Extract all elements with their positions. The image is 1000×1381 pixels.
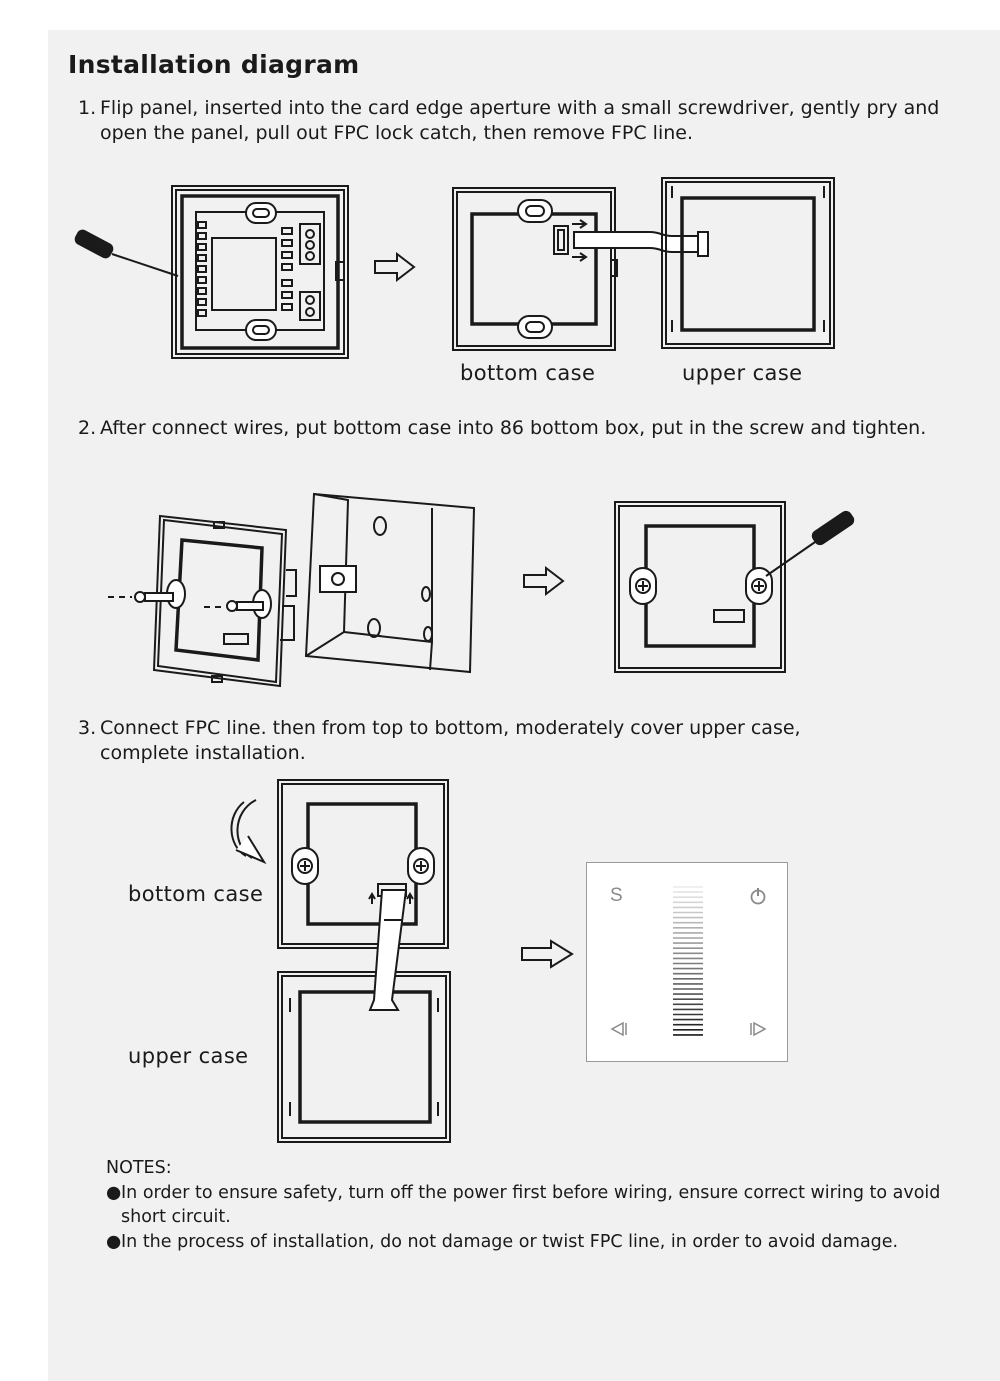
note-item: ●In the process of installation, do not …: [106, 1230, 986, 1255]
page-title: Installation diagram: [68, 50, 360, 79]
step-3-text: 3.Connect FPC line. then from top to bot…: [78, 716, 801, 766]
brightness-slider-icon: [673, 886, 703, 1036]
note-text: In order to ensure safety, turn off the …: [121, 1182, 941, 1228]
step-2-arrow: [523, 565, 565, 597]
note-text: In the process of installation, do not d…: [121, 1231, 899, 1252]
screwdriver-icon: [74, 229, 179, 277]
step-3-line-2: complete installation.: [100, 742, 306, 764]
step-3-line-1: Connect FPC line. then from top to botto…: [100, 717, 801, 739]
screwdriver-icon: [765, 510, 855, 577]
right-arrow-icon: [750, 1021, 767, 1037]
power-icon: [750, 888, 766, 905]
step-2-line-1: After connect wires, put bottom case int…: [100, 417, 927, 439]
step-1-line-1: Flip panel, inserted into the card edge …: [100, 97, 940, 119]
step-1-text: 1.Flip panel, inserted into the card edg…: [78, 96, 939, 146]
note-item: ●In order to ensure safety, turn off the…: [106, 1181, 986, 1230]
step-1-bottom-case-label: bottom case: [460, 361, 596, 385]
step-3-arrow: [521, 939, 574, 969]
bullet-icon: ●: [106, 1182, 122, 1203]
step-3-number: 3.: [78, 717, 97, 739]
left-arrow-icon: [610, 1021, 627, 1037]
step-3-upper-case-label: upper case: [128, 1044, 249, 1068]
step-2-text: 2.After connect wires, put bottom case i…: [78, 416, 926, 441]
curved-arrow-icon: [230, 799, 267, 865]
step-1-upper-case-figure: [661, 177, 835, 349]
step-1-number: 1.: [78, 97, 97, 119]
step-1-panel-figure: [74, 185, 349, 359]
bullet-icon: ●: [106, 1231, 122, 1252]
step-1-upper-case-label: upper case: [682, 361, 803, 385]
finished-touch-panel: S: [586, 862, 788, 1062]
mode-key-label: S: [610, 885, 623, 906]
step-1-bottom-case-figure: [452, 187, 709, 351]
notes-heading: NOTES:: [106, 1158, 172, 1178]
notes-section: NOTES: ●In order to ensure safety, turn …: [106, 1156, 986, 1254]
step-2-number: 2.: [78, 417, 97, 439]
step-2-installed-figure: [614, 501, 855, 673]
step-2-box-figure: [108, 492, 476, 688]
step-1-line-2: open the panel, pull out FPC lock catch,…: [100, 122, 693, 144]
step-1-arrow: [374, 251, 416, 283]
step-3-cover-figure: [230, 779, 451, 1143]
step-3-bottom-case-label: bottom case: [128, 882, 264, 906]
